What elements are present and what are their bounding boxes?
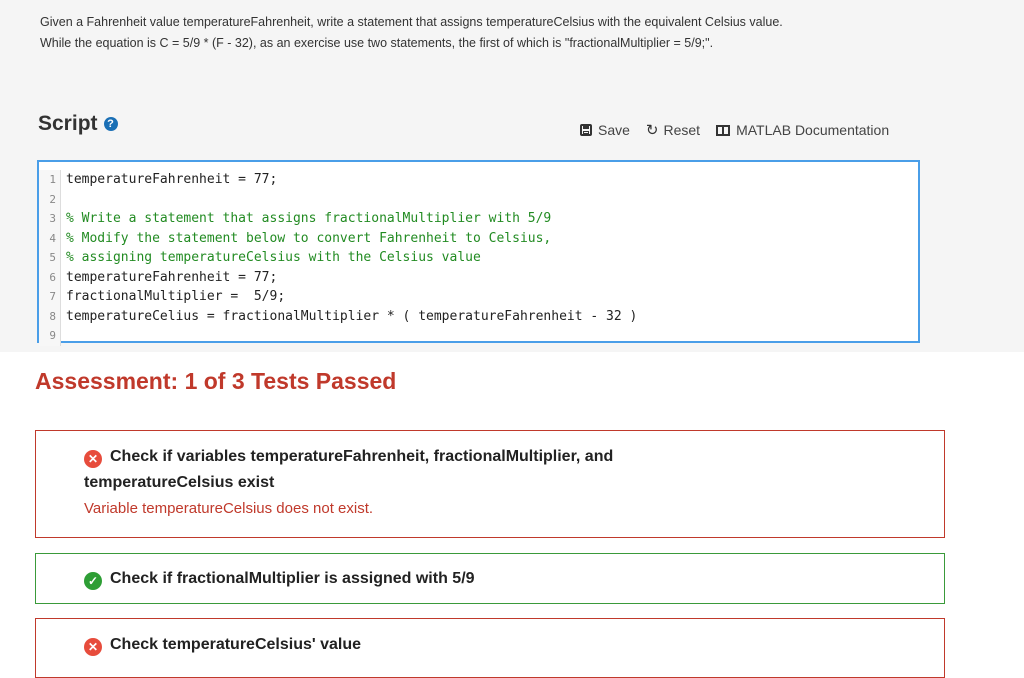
line-number: 7 xyxy=(39,287,61,307)
line-number: 1 xyxy=(39,170,61,190)
x-circle-icon: ✕ xyxy=(84,638,102,656)
line-number: 6 xyxy=(39,267,61,287)
script-toolbar: Save ↻ Reset MATLAB Documentation xyxy=(580,120,905,140)
test-title: ✕ Check if variables temperatureFahrenhei… xyxy=(84,444,904,496)
line-number: 5 xyxy=(39,248,61,268)
test-failure-message: Variable temperatureCelsius does not exi… xyxy=(84,500,374,517)
line-number: 9 xyxy=(39,326,61,346)
code-text[interactable] xyxy=(61,190,66,210)
save-label: Save xyxy=(598,122,630,138)
code-text[interactable]: temperatureFahrenheit = 77; xyxy=(66,269,278,285)
test-title-line-1: Check if variables temperatureFahrenheit… xyxy=(110,448,614,465)
reset-button[interactable]: ↻ Reset xyxy=(646,121,700,139)
docs-label: MATLAB Documentation xyxy=(736,122,890,138)
book-icon xyxy=(716,124,731,136)
test-title-line-2: temperatureCelsius exist xyxy=(84,474,275,491)
line-number: 3 xyxy=(39,209,61,229)
code-line: 5 % assigning temperatureCelsius with the… xyxy=(39,248,918,268)
code-line: 4 % Modify the statement below to convert… xyxy=(39,228,918,248)
code-text[interactable]: temperatureCelius = fractionalMultiplier… xyxy=(66,308,638,324)
matlab-documentation-button[interactable]: MATLAB Documentation xyxy=(716,122,889,138)
test-title: ✕ Check temperatureCelsius' value xyxy=(84,632,904,658)
code-line: 1 temperatureFahrenheit = 77; xyxy=(39,170,918,190)
instructions: Given a Fahrenheit value temperatureFahr… xyxy=(40,12,1000,54)
line-number: 4 xyxy=(39,228,61,248)
problem-panel: Given a Fahrenheit value temperatureFahr… xyxy=(37,12,1000,346)
script-title: Script ? xyxy=(38,112,118,136)
code-text[interactable]: temperatureFahrenheit = 77; xyxy=(66,172,278,187)
code-line: 9 xyxy=(39,326,918,346)
code-line: 2 xyxy=(39,189,918,210)
check-circle-icon: ✓ xyxy=(84,572,102,590)
save-icon xyxy=(580,124,592,136)
reset-icon: ↻ xyxy=(645,122,659,139)
code-editor[interactable]: 1 temperatureFahrenheit = 77; 2 3 % Write … xyxy=(37,160,920,346)
code-line: 3 % Write a statement that assigns fracti… xyxy=(39,209,918,229)
line-number: 2 xyxy=(39,189,61,209)
instructions-line-2: While the equation is C = 5/9 * (F - 32)… xyxy=(40,36,714,50)
code-line: 6 temperatureFahrenheit = 77; xyxy=(39,267,918,287)
save-button[interactable]: Save xyxy=(580,122,630,138)
code-text[interactable] xyxy=(61,326,66,346)
code-text[interactable]: fractionalMultiplier = 5/9; xyxy=(66,289,286,304)
test-title-line-1: Check temperatureCelsius' value xyxy=(110,636,362,653)
code-line: 7 fractionalMultiplier = 5/9; xyxy=(39,287,918,307)
test-result-3[interactable]: ✕ Check temperatureCelsius' value xyxy=(35,618,945,678)
test-title-line-1: Check if fractionalMultiplier is assigne… xyxy=(110,570,475,587)
line-number: 8 xyxy=(39,306,61,326)
test-title: ✓ Check if fractionalMultiplier is assign… xyxy=(84,566,904,592)
instructions-line-1: Given a Fahrenheit value temperatureFahr… xyxy=(40,15,783,29)
code-comment[interactable]: % assigning temperatureCelsius with the … xyxy=(66,250,481,265)
help-icon[interactable]: ? xyxy=(103,117,118,131)
code-line: 8 temperatureCelius = fractionalMultiplie… xyxy=(39,306,918,326)
test-result-2[interactable]: ✓ Check if fractionalMultiplier is assign… xyxy=(35,553,945,604)
script-title-text: Script xyxy=(38,112,98,135)
code-comment[interactable]: % Write a statement that assigns fractio… xyxy=(66,211,552,226)
assessment-title: Assessment: 1 of 3 Tests Passed xyxy=(35,368,397,394)
reset-label: Reset xyxy=(663,122,701,138)
test-result-1[interactable]: ✕ Check if variables temperatureFahrenhei… xyxy=(35,430,945,538)
x-circle-icon: ✕ xyxy=(84,450,102,468)
code-comment[interactable]: % Modify the statement below to convert … xyxy=(66,230,552,246)
